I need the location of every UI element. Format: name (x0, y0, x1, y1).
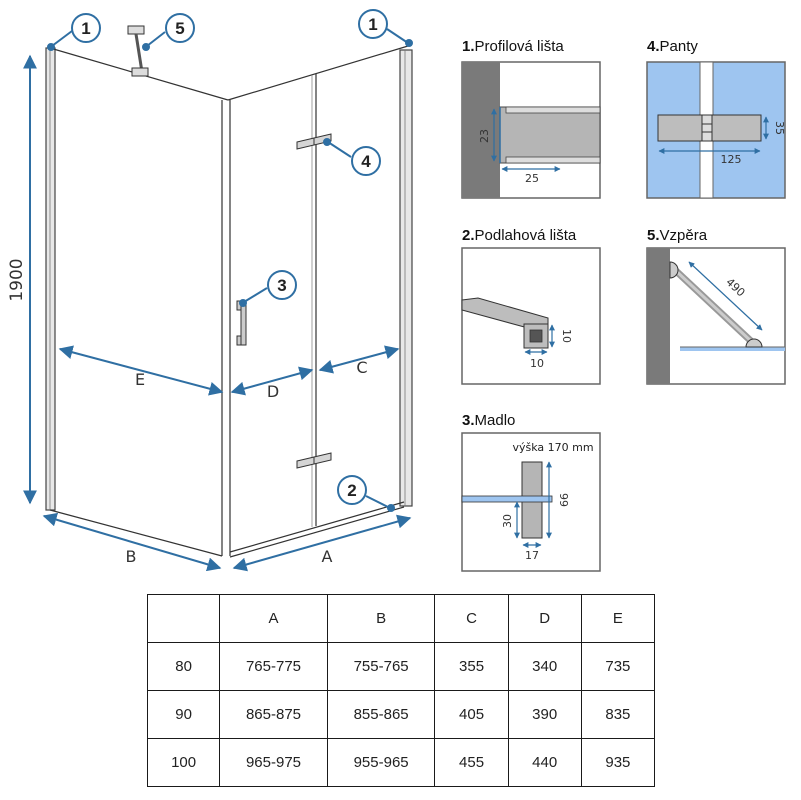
right-wall-profile (399, 49, 413, 507)
table-header-cell: E (580, 594, 656, 643)
table-cell: 935 (580, 738, 656, 787)
profile-height-label: 23 (478, 129, 491, 143)
dim-c-label: C (356, 358, 367, 377)
table-header-cell: A (219, 594, 328, 643)
dim-b-label: B (126, 547, 137, 566)
table-cell: 90 (146, 690, 221, 739)
hinge-width-label: 125 (721, 153, 742, 166)
panel-title-floor: 2.Podlahová lišta (462, 227, 576, 244)
handle-height-note: výška 170 mm (512, 441, 593, 454)
panel-label: Panty (659, 38, 698, 55)
hinge-bottom (296, 452, 332, 469)
dim-d-label: D (267, 382, 279, 401)
callout-4: 4 (361, 152, 371, 171)
detail-handle: výška 170 mm 66 30 17 (461, 432, 601, 572)
table-header-cell: B (326, 594, 436, 643)
panel-number: 2. (462, 227, 475, 244)
table-cell: 735 (580, 642, 656, 691)
table-cell: 955-965 (326, 738, 436, 787)
hinge-top (296, 133, 332, 150)
corner-profile (221, 100, 231, 556)
detail-profile-strip: 23 25 (461, 61, 601, 199)
detail-strut: 490 (646, 247, 786, 385)
callout-5: 5 (175, 19, 184, 38)
dimension-lines (23, 54, 412, 572)
callout-1-left: 1 (81, 19, 90, 38)
dim-c-line (318, 345, 400, 374)
table-cell: 765-775 (219, 642, 328, 691)
table-cell: 865-875 (219, 690, 328, 739)
table-cell: 455 (434, 738, 509, 787)
table-cell: 755-765 (326, 642, 436, 691)
table-header-cell: D (507, 594, 582, 643)
dim-e-label: E (135, 370, 145, 389)
callout-3: 3 (277, 276, 286, 295)
floor-width-label: 10 (530, 357, 544, 370)
panel-label: Podlahová lišta (474, 227, 577, 244)
floor-profile (229, 501, 405, 558)
detail-hinges: 125 35 (646, 61, 786, 199)
strut-part (127, 25, 149, 77)
detail-floor-strip: 10 10 (461, 247, 601, 385)
handle-width-label: 17 (525, 549, 539, 562)
left-wall-profile (45, 47, 56, 511)
panel-number: 1. (462, 38, 475, 55)
hinge-height-label: 35 (773, 121, 786, 135)
panel-title-handle: 3.Madlo (462, 412, 515, 429)
dim-height-label: 1900 (7, 258, 27, 301)
table-cell: 965-975 (219, 738, 328, 787)
door-handle (236, 300, 247, 346)
panel-number: 4. (647, 38, 660, 55)
panel-title-profile: 1.Profilová lišta (462, 38, 564, 55)
dim-d-line (230, 366, 314, 396)
panel-label: Profilová lišta (474, 38, 564, 55)
callout-badges (71, 9, 388, 505)
table-cell: 340 (507, 642, 582, 691)
panel-title-strut: 5.Vzpěra (647, 227, 707, 244)
table-header-cell: C (434, 594, 509, 643)
dim-a-label: A (322, 547, 333, 566)
panel-number: 3. (462, 412, 475, 429)
callout-1-right: 1 (368, 15, 377, 34)
callouts (47, 28, 413, 512)
table-cell: 100 (146, 738, 221, 787)
dim-a-line (232, 514, 412, 572)
dim-b-line (42, 512, 222, 572)
table-cell: 835 (580, 690, 656, 739)
dim-e-line (58, 345, 224, 396)
panel-number: 5. (647, 227, 660, 244)
handle-height-30-label: 30 (501, 514, 514, 528)
table-cell: 440 (507, 738, 582, 787)
profile-width-label: 25 (525, 172, 539, 185)
panel-title-hinges: 4.Panty (647, 38, 698, 55)
table-cell: 355 (434, 642, 509, 691)
table-cell: 390 (507, 690, 582, 739)
table-cell: 405 (434, 690, 509, 739)
panel-label: Madlo (474, 412, 516, 429)
floor-height-label: 10 (560, 329, 573, 343)
table-cell: 80 (146, 642, 221, 691)
callout-2: 2 (347, 481, 356, 500)
handle-height-66-label: 66 (558, 493, 571, 507)
panel-label: Vzpěra (659, 227, 708, 244)
shower-enclosure-diagram: 1900 B A E D C 1 1 5 4 3 2 (7, 9, 786, 572)
table-cell: 855-865 (326, 690, 436, 739)
table-header-cell (146, 594, 221, 643)
